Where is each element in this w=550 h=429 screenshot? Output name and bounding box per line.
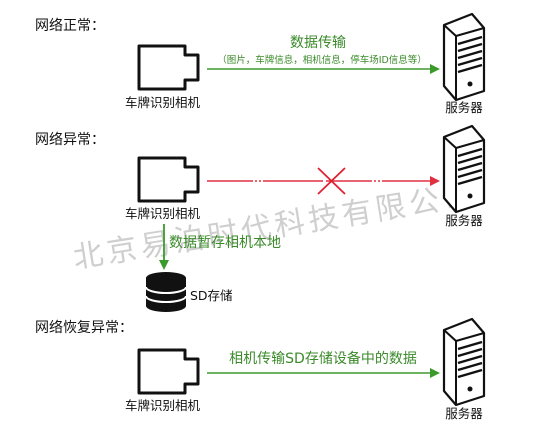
server-label: 服务器 [445, 213, 483, 228]
scenario-3-title: 网络恢复异常： [35, 319, 133, 336]
server-icon [442, 124, 486, 214]
scenario-1-title: 网络正常： [35, 18, 105, 34]
sd-storage-icon [145, 272, 187, 312]
server-icon [442, 317, 486, 407]
server-icon [442, 12, 486, 102]
camera-label: 车牌识别相机 [125, 95, 201, 110]
server-label: 服务器 [445, 406, 483, 421]
camera-icon [137, 44, 200, 91]
camera-label: 车牌识别相机 [125, 398, 201, 413]
watermark: 北京易泊时代科技有限公司 [71, 178, 479, 276]
data-transfer-label: 数据传输 [290, 35, 346, 51]
connection-failed-cross [317, 167, 346, 195]
camera-icon [137, 348, 200, 395]
server-label: 服务器 [445, 100, 483, 115]
scenario-2-title: 网络异常： [35, 132, 105, 148]
camera-icon [137, 156, 200, 203]
store-locally-label: 数据暂存相机本地 [169, 235, 281, 251]
recovery-transfer-label: 相机传输SD存储设备中的数据 [229, 350, 417, 367]
data-transfer-sublabel: （图片，车牌信息，相机信息，停车场ID信息等） [217, 54, 427, 66]
sd-storage-label: SD存储 [190, 288, 233, 303]
camera-label: 车牌识别相机 [125, 206, 201, 221]
